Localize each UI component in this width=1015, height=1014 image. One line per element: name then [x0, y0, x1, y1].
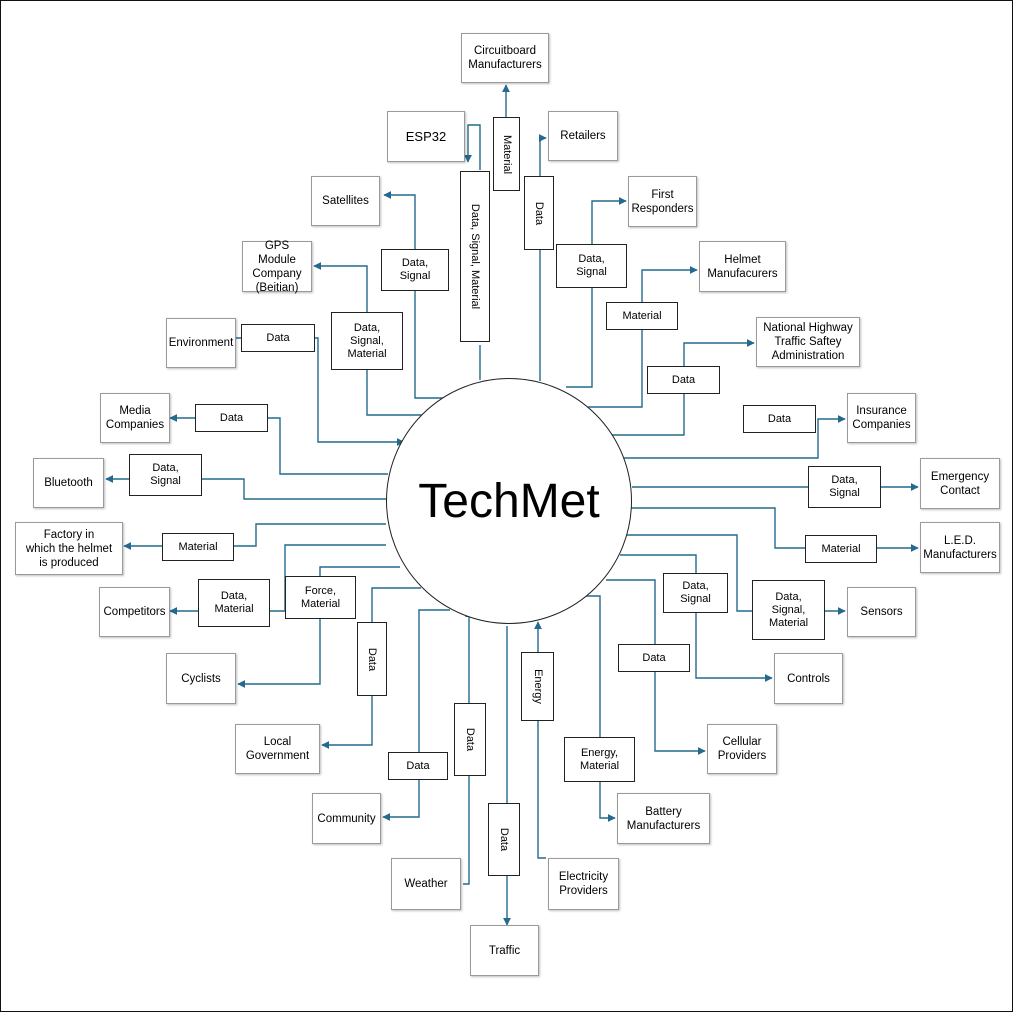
flow-label-material-circuitboard: Material: [493, 117, 520, 191]
entity-controls: Controls: [774, 653, 843, 704]
flow-label-data-environment: Data: [241, 324, 315, 352]
flow-label-data-signal-emergency: Data, Signal: [808, 466, 881, 508]
conn-first-resp: [566, 197, 627, 388]
flow-label-data-signal-material-gps: Data, Signal, Material: [331, 312, 403, 370]
flow-label-data-signal-first-responders: Data, Signal: [556, 244, 627, 288]
entity-local-government: Local Government: [235, 724, 320, 774]
entity-electricity-providers: Electricity Providers: [548, 858, 619, 910]
flow-label-data-signal-material-sensors: Data, Signal, Material: [752, 580, 825, 640]
flow-label-data-weather: Data: [454, 703, 486, 776]
conn-weather: [463, 609, 473, 885]
flow-label-data-signal-bluetooth: Data, Signal: [129, 454, 202, 496]
conn-cyclists: [237, 566, 400, 688]
conn-esp32: [468, 124, 481, 380]
entity-helmet-manufacturers: Helmet Manufacurers: [699, 241, 786, 292]
flow-label-energy-material-battery: Energy, Material: [564, 737, 635, 782]
conn-helmet: [588, 266, 698, 408]
entity-competitors: Competitors: [99, 587, 170, 637]
conn-controls: [620, 554, 773, 682]
entity-environment: Environment: [166, 318, 236, 368]
flow-label-data-community: Data: [388, 752, 448, 780]
entity-nhtsa: National Highway Traffic Saftey Administ…: [756, 317, 860, 367]
entity-emergency-contact: Emergency Contact: [920, 458, 1000, 509]
techmet-core: TechMet: [386, 378, 632, 624]
entity-retailers: Retailers: [548, 111, 618, 161]
flow-label-data-cellular: Data: [618, 644, 690, 672]
conn-retailers: [538, 134, 547, 381]
core-label: TechMet: [418, 474, 600, 528]
flow-label-data-signal-satellites: Data, Signal: [381, 249, 449, 291]
flow-label-data-nhtsa: Data: [647, 366, 720, 394]
entity-battery-manufacturers: Battery Manufacturers: [617, 793, 710, 844]
entity-bluetooth: Bluetooth: [33, 458, 104, 508]
entity-traffic: Traffic: [470, 925, 539, 976]
entity-cellular-providers: Cellular Providers: [707, 724, 777, 774]
conn-satellites: [383, 191, 446, 399]
entity-circuitboard-manufacturers: Circuitboard Manufacturers: [461, 33, 549, 83]
entity-weather: Weather: [391, 858, 461, 910]
flow-label-data-signal-material-esp32: Data, Signal, Material: [460, 171, 490, 342]
flow-label-material-led: Material: [805, 535, 877, 563]
flow-label-data-retailers: Data: [524, 176, 554, 250]
conn-community: [382, 609, 450, 821]
entity-factory: Factory in which the helmet is produced: [15, 522, 123, 575]
entity-esp32: ESP32: [387, 111, 465, 162]
flow-label-data-signal-controls: Data, Signal: [663, 573, 728, 613]
flow-label-data-insurance: Data: [743, 405, 816, 433]
conn-battery: [584, 595, 616, 822]
entity-gps-module-company: GPS Module Company (Beitian): [242, 240, 312, 294]
entity-media-companies: Media Companies: [100, 393, 170, 443]
flow-label-material-helmet: Material: [606, 302, 678, 330]
flow-label-data-traffic: Data: [488, 803, 520, 876]
flow-label-material-factory: Material: [162, 533, 234, 561]
flow-label-force-material-cyclists: Force, Material: [285, 576, 356, 619]
flow-label-energy-electricity: Energy: [521, 652, 554, 721]
flow-label-data-local-government: Data: [357, 622, 387, 696]
flow-label-data-material-competitors: Data, Material: [198, 579, 270, 627]
entity-sensors: Sensors: [847, 587, 916, 637]
entity-satellites: Satellites: [311, 176, 380, 226]
conn-insurance: [624, 415, 846, 459]
flow-label-data-media: Data: [195, 404, 268, 432]
entity-led-manufacturers: L.E.D. Manufacturers: [920, 522, 1000, 573]
entity-cyclists: Cyclists: [166, 653, 236, 704]
entity-community: Community: [312, 793, 381, 844]
entity-first-responders: First Responders: [628, 176, 697, 227]
entity-insurance-companies: Insurance Companies: [847, 393, 916, 443]
